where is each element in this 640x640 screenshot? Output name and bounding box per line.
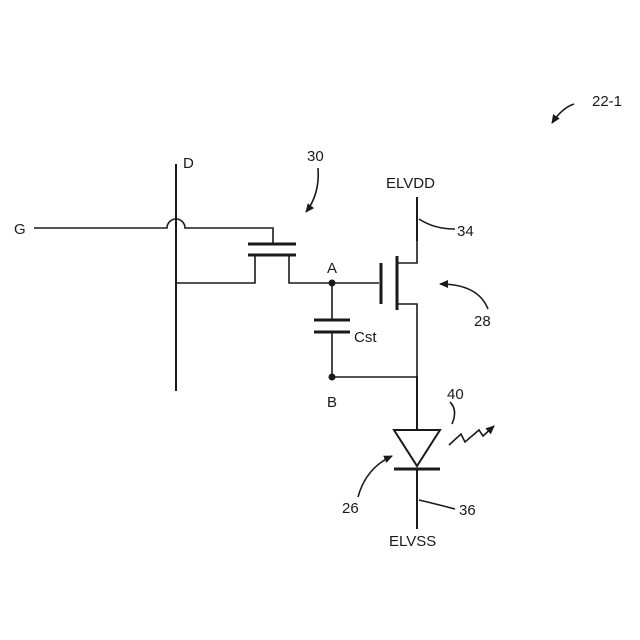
ref-26-arrow <box>358 456 392 497</box>
ref-34-label: 34 <box>457 223 474 240</box>
gate-line-label: G <box>14 221 26 238</box>
ref-36-label: 36 <box>459 502 476 519</box>
ref-30-arrow <box>306 168 318 212</box>
storage-capacitor <box>314 283 350 377</box>
data-line-label: D <box>183 155 194 172</box>
ref-22-1-arrow <box>552 104 574 123</box>
figure-ref-label: 22-1 <box>592 93 622 110</box>
ref-28-arrow <box>440 284 488 309</box>
ref-34-leader <box>419 219 455 229</box>
emission-arrow <box>449 426 494 445</box>
ref-40-label: 40 <box>447 386 464 403</box>
node-b-label: B <box>327 394 337 411</box>
ref-28-label: 28 <box>474 313 491 330</box>
switch-transistor <box>176 244 332 283</box>
node-a-label: A <box>327 260 337 277</box>
supply-high-label: ELVDD <box>386 175 435 192</box>
ref-26-label: 26 <box>342 500 359 517</box>
drive-transistor <box>381 198 417 377</box>
ref-36-leader <box>419 500 455 509</box>
supply-low-label: ELVSS <box>389 533 436 550</box>
ref-30-label: 30 <box>307 148 324 165</box>
gate-line <box>34 219 273 244</box>
oled-diode <box>394 377 440 528</box>
capacitor-label: Cst <box>354 329 377 346</box>
ref-40-leader <box>450 402 455 424</box>
